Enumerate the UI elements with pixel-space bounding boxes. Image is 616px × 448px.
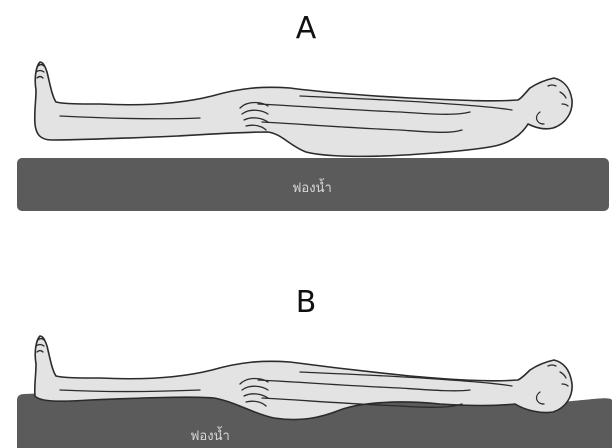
panel-a-mattress-label: ฟองน้ำ (292, 178, 332, 196)
panel-b: B ฟองน้ำ (17, 285, 612, 448)
panel-a-body-outline (35, 62, 572, 156)
panel-a-label: A (296, 11, 317, 46)
panel-b-mattress-label: ฟองน้ำ (190, 426, 230, 444)
panel-a: A ฟองน้ำ (17, 11, 609, 211)
panel-b-label: B (296, 285, 317, 320)
panel-a-body (35, 62, 572, 156)
